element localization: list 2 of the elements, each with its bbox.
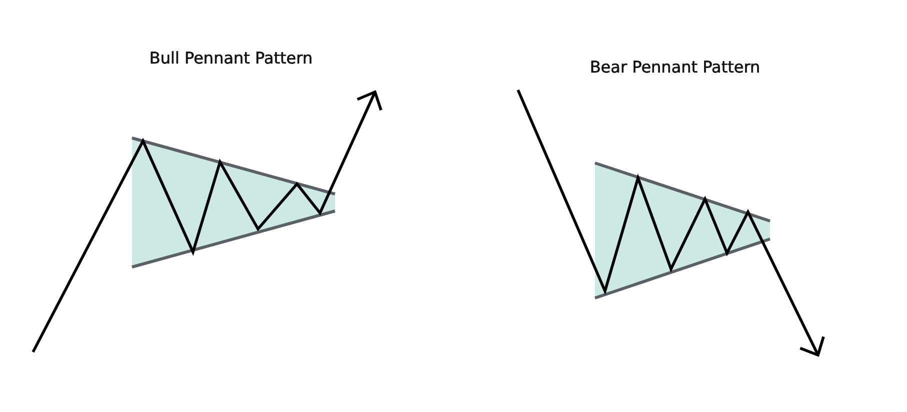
pattern-title: Bull Pennant Pattern <box>149 48 313 68</box>
pattern-title: Bear Pennant Pattern <box>590 58 760 76</box>
